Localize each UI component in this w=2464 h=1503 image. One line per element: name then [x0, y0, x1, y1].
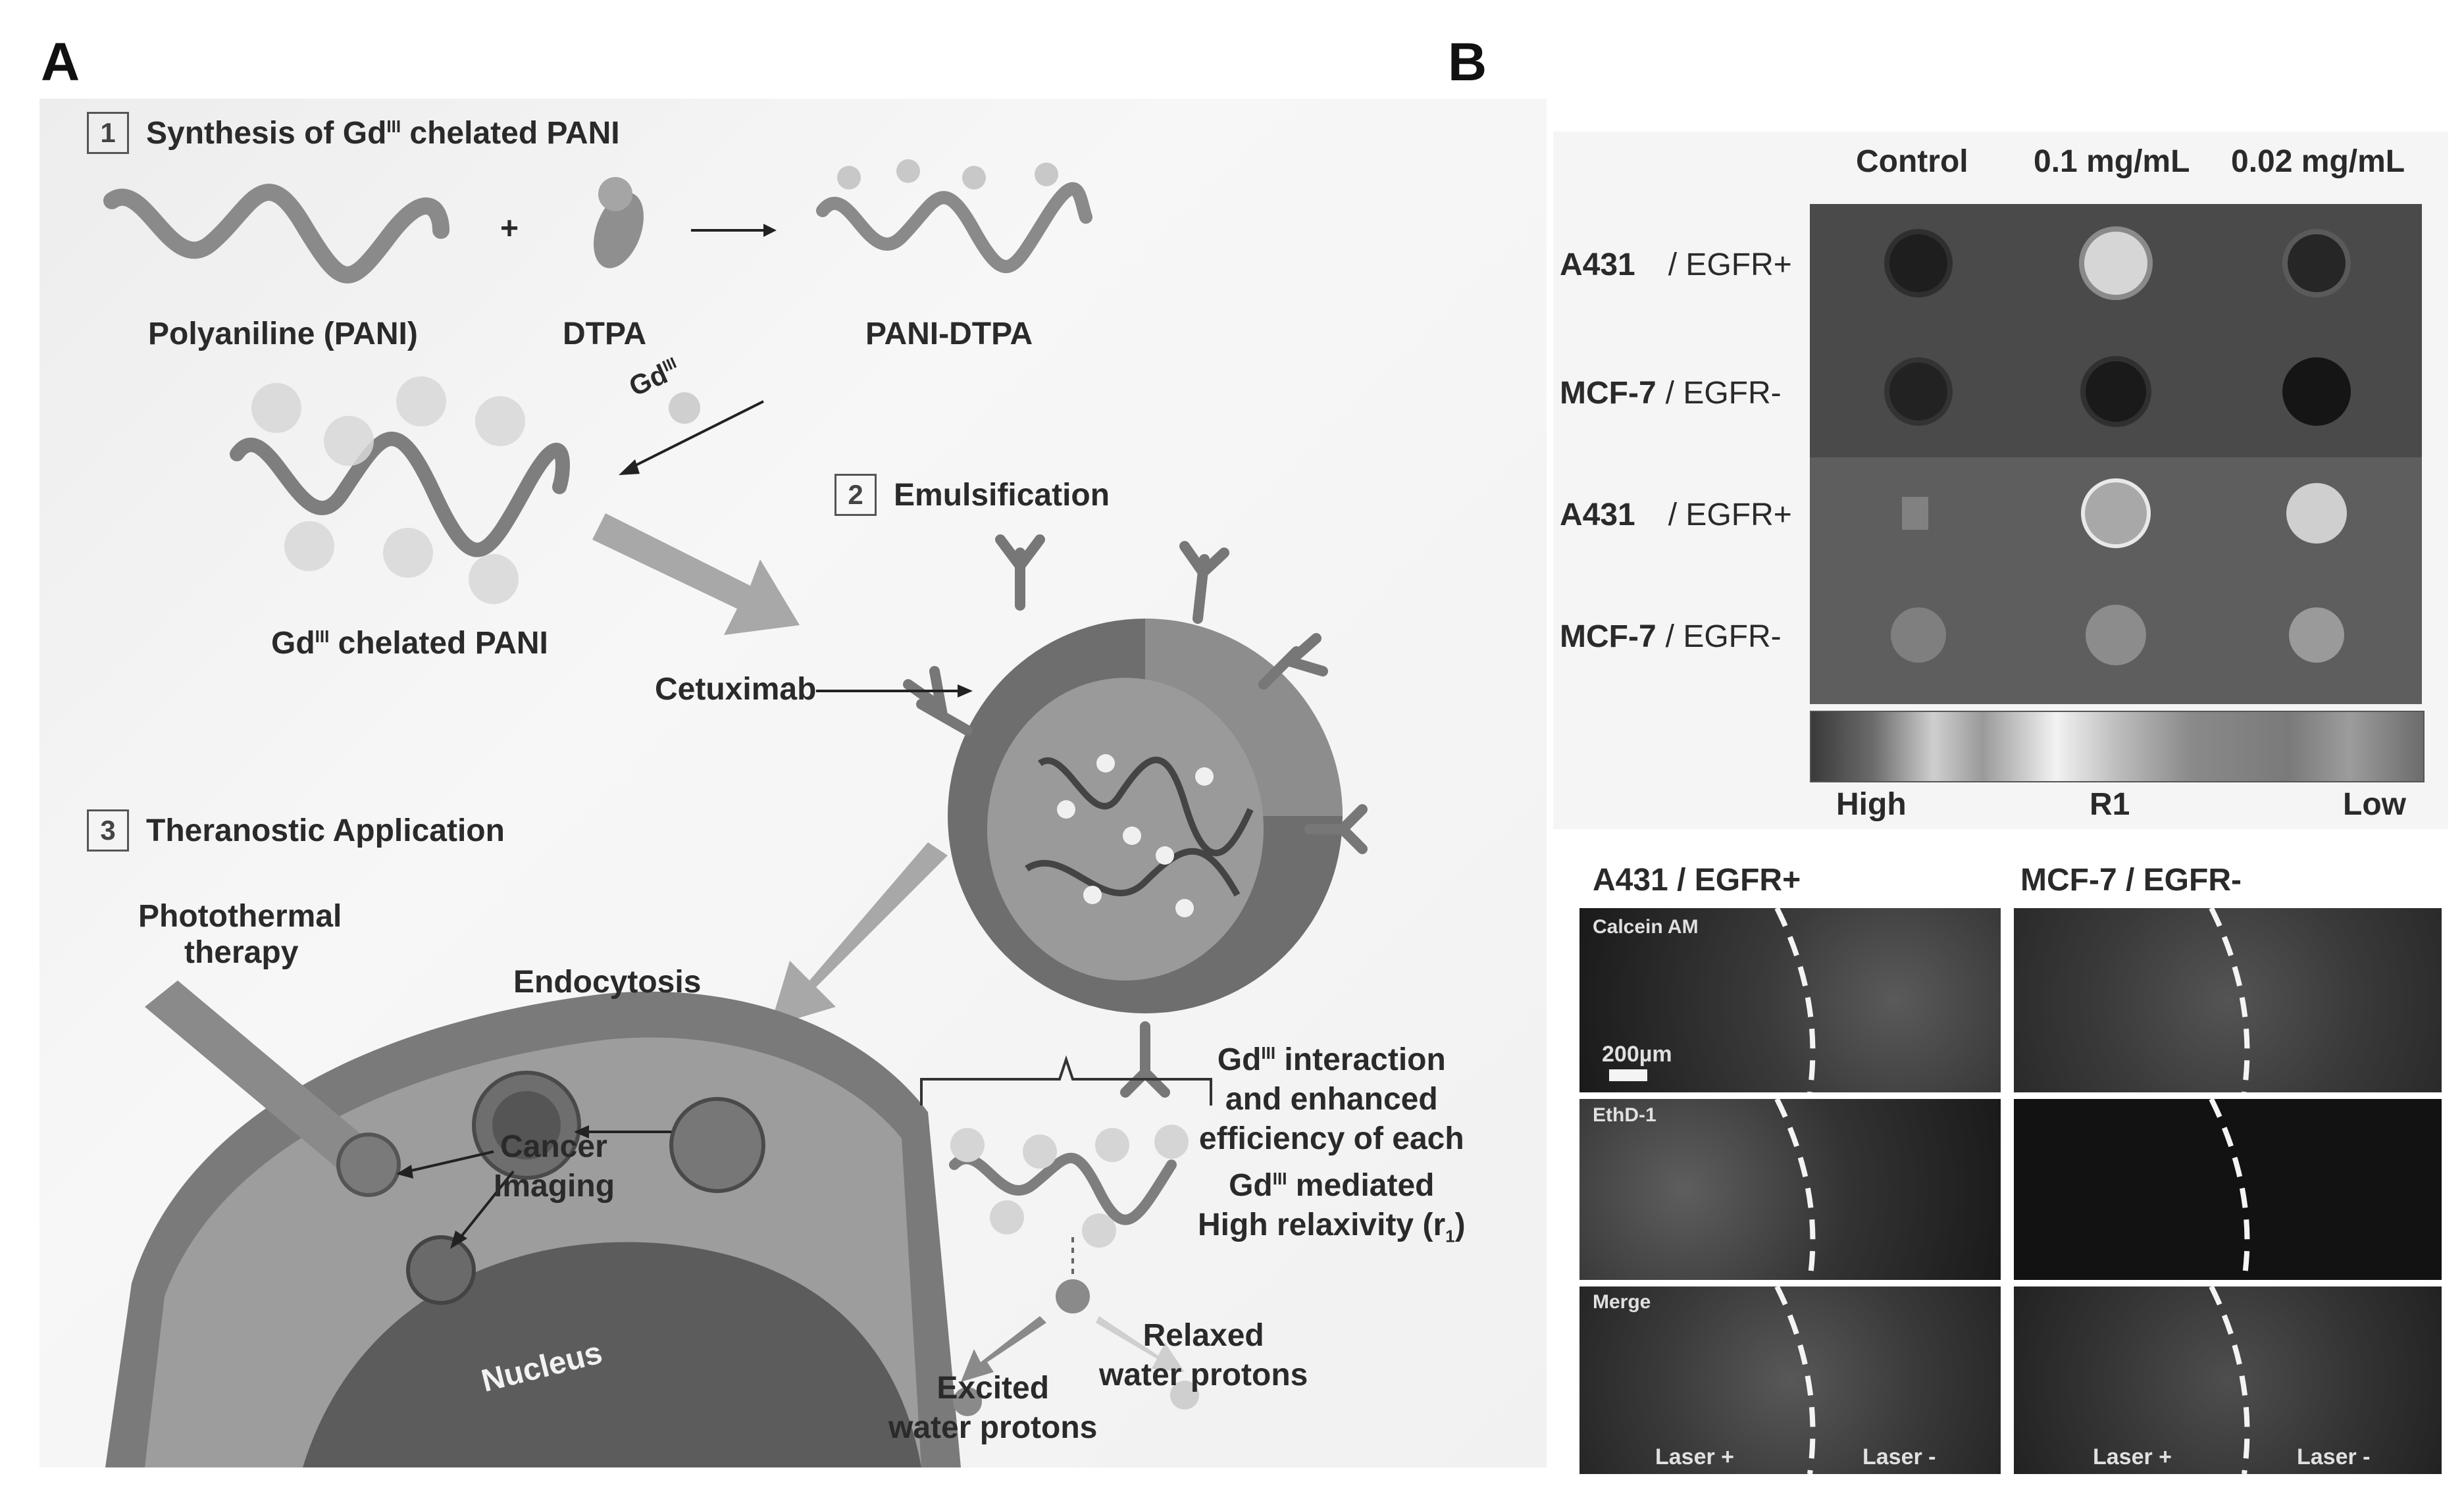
- row-label-merge: Merge: [1593, 1291, 1651, 1313]
- r1-colorbar: [1810, 711, 2425, 782]
- panel-c-col-mcf7: MCF-7 / EGFR-: [2020, 863, 2242, 898]
- panel-b-row3: A431/ EGFR+: [1560, 497, 1792, 532]
- panel-c: A431 / EGFR+ MCF-7 / EGFR- Calcein AM Et…: [1579, 855, 2448, 1474]
- flow-arrow-2: [770, 842, 948, 1027]
- gd-interaction-line3: efficiency of each: [1198, 1121, 1464, 1156]
- panel-b-row1: A431/ EGFR+: [1560, 247, 1792, 282]
- gd-ion: [669, 392, 700, 424]
- laser-on-mcf7: Laser +: [2093, 1444, 2172, 1469]
- panel-b-col-0-1: 0.1 mg/mL: [2034, 144, 2190, 179]
- photothermal-label-line2: therapy: [184, 935, 299, 970]
- gd-chelated-pani-label: GdIII chelated PANI: [271, 626, 548, 661]
- laser-on-a431: Laser +: [1655, 1444, 1735, 1469]
- step2-header: 2 Emulsification: [834, 474, 1110, 516]
- photothermal-beam: [145, 981, 382, 1178]
- cancer-imaging-label-line2: Imaging: [494, 1169, 615, 1204]
- step2-number: 2: [834, 474, 877, 516]
- relaxed-label: Relaxed water protons: [1099, 1318, 1308, 1392]
- step3-number: 3: [87, 809, 129, 852]
- laser-off-a431: Laser -: [1862, 1444, 1936, 1469]
- colorbar-low-label: Low: [2343, 787, 2406, 822]
- step2-title: Emulsification: [894, 477, 1110, 513]
- step3-header: 3 Theranostic Application: [87, 809, 505, 852]
- gd-interaction-line1: GdIII interaction: [1217, 1042, 1446, 1077]
- panel-b-col-0-02: 0.02 mg/mL: [2231, 144, 2405, 179]
- plus-sign: +: [500, 211, 519, 246]
- cetuximab-label: Cetuximab: [655, 672, 817, 707]
- step1-number: 1: [87, 112, 129, 154]
- panel-b-col-control: Control: [1856, 144, 1968, 179]
- cetuximab-arrow: [816, 684, 973, 698]
- panel-c-col-a431: A431 / EGFR+: [1593, 863, 1801, 898]
- gd-interaction-line5: High relaxivity (r1): [1198, 1208, 1466, 1246]
- colorbar-r1-label: R1: [2090, 787, 2130, 822]
- cancer-imaging-label-line1: Cancer: [500, 1129, 607, 1164]
- synthesis-illustration: [103, 159, 1092, 635]
- step1-header: 1 Synthesis of GdIII chelated PANI: [87, 112, 620, 154]
- polyaniline-chain: [103, 184, 449, 284]
- pani-dtpa-molecule: [816, 159, 1092, 273]
- flow-arrow-1: [592, 513, 800, 635]
- step3-title: Theranostic Application: [146, 813, 505, 848]
- panel-b-row2: MCF-7/ EGFR-: [1560, 376, 1782, 411]
- panel-b: Control 0.1 mg/mL 0.02 mg/mL A431/ EGFR+…: [1553, 132, 2448, 829]
- gd-chelated-pani: [230, 376, 570, 604]
- polyaniline-label: Polyaniline (PANI): [148, 317, 418, 351]
- mri-wells: [1884, 226, 2351, 665]
- photothermal-label-line1: Photothermal: [138, 899, 342, 934]
- gd-interaction-line2: and enhanced: [1225, 1082, 1438, 1117]
- laser-off-mcf7: Laser -: [2297, 1444, 2371, 1469]
- step1-title: Synthesis of GdIII chelated PANI: [146, 115, 620, 151]
- pani-dtpa-label: PANI-DTPA: [865, 317, 1033, 351]
- gd-interaction-line4: GdIII mediated: [1229, 1168, 1435, 1203]
- relaxivity-illustration: [920, 1055, 1212, 1416]
- tile-mcf7-ethd: [2014, 1099, 2442, 1280]
- excited-label: Excited water protons: [888, 1371, 1098, 1445]
- row-label-calcein: Calcein AM: [1593, 916, 1699, 938]
- gd-interaction-text: GdIII interaction and enhanced efficienc…: [1198, 1033, 1466, 1256]
- dtpa-molecule: [594, 177, 644, 268]
- dtpa-label: DTPA: [563, 317, 647, 351]
- nanoparticle-illustration: [903, 534, 1368, 1098]
- panel-a: 1 Synthesis of GdIII chelated PANI: [39, 99, 1547, 1467]
- row-label-ethd: EthD-1: [1593, 1104, 1656, 1126]
- laser-boundaries: [1609, 908, 2250, 1474]
- colorbar-high-label: High: [1836, 787, 1907, 822]
- endocytosis-label: Endocytosis: [513, 965, 702, 1000]
- panel-letter-b: B: [1448, 32, 1487, 92]
- panel-b-row4: MCF-7/ EGFR-: [1560, 619, 1782, 654]
- panel-letter-a: A: [41, 32, 80, 92]
- cell-illustration: [105, 981, 961, 1467]
- scale-bar-label: 200µm: [1602, 1042, 1672, 1067]
